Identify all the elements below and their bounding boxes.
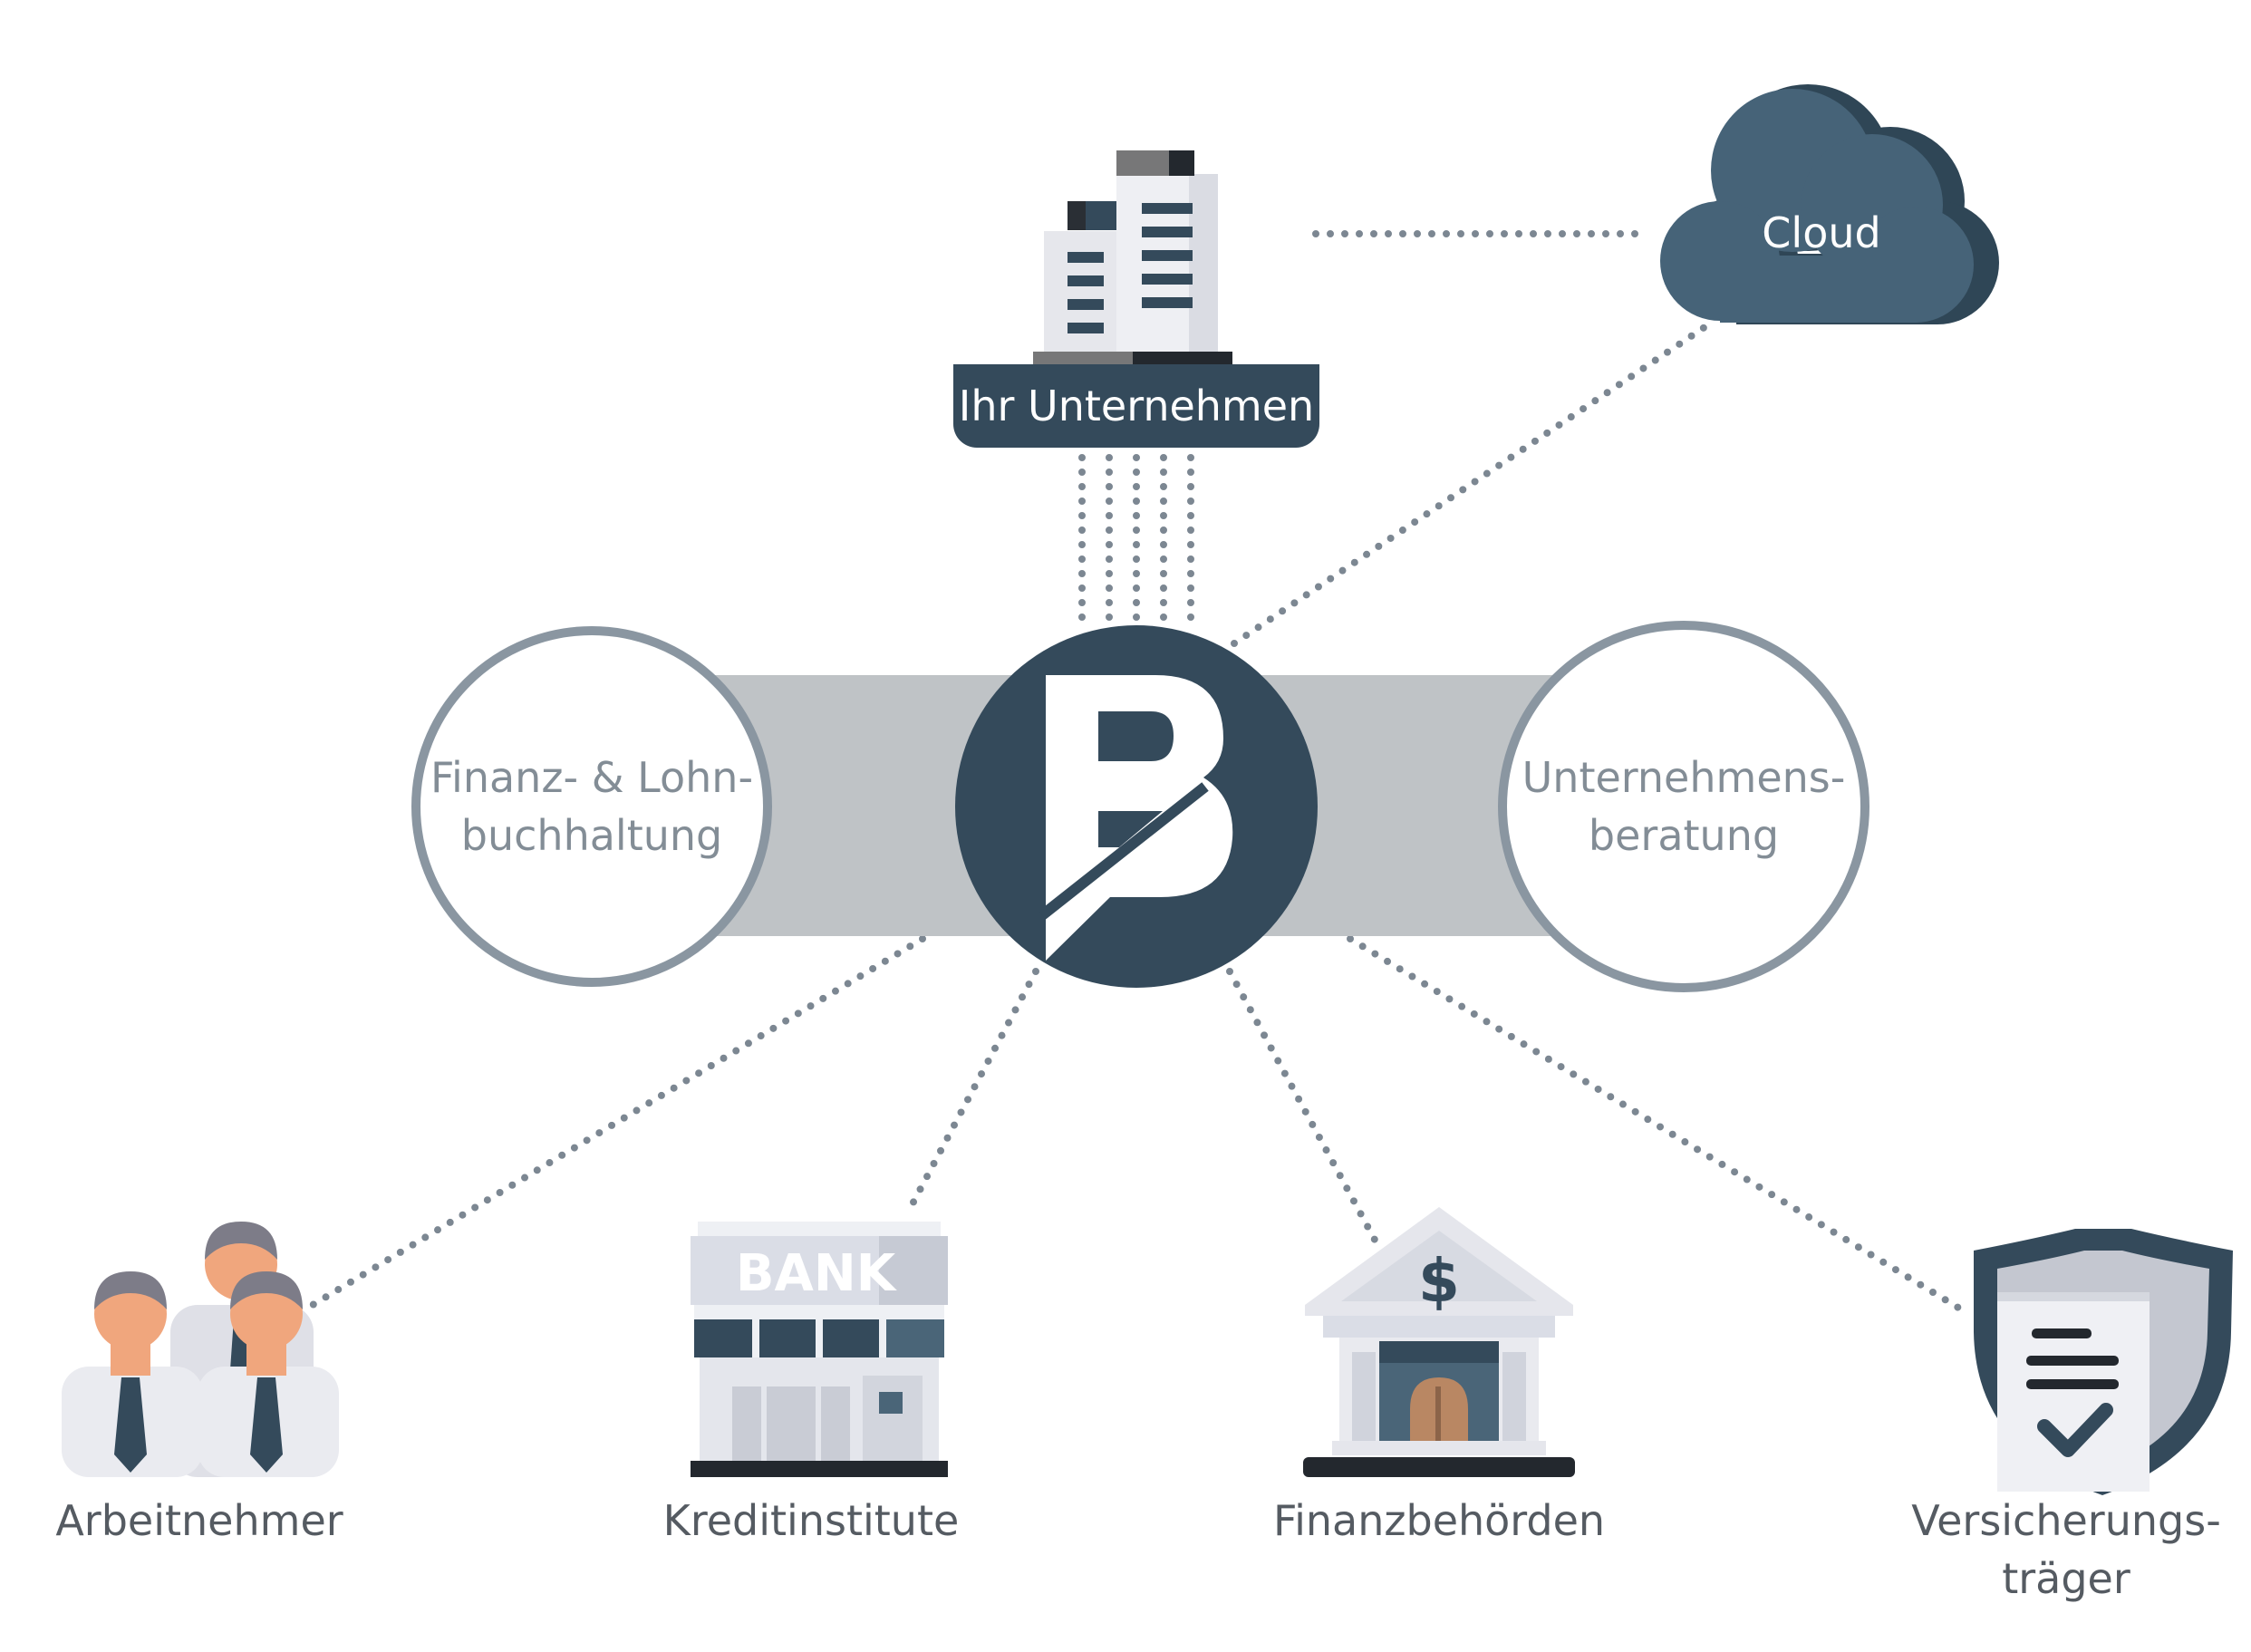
logo-b-icon	[1046, 675, 1233, 961]
label-banks-line1: Kreditinstitute	[662, 1496, 960, 1545]
company-label: Ihr Unternehmen	[953, 364, 1319, 448]
connector-insurance	[1347, 935, 1962, 1311]
cloud-icon	[1660, 84, 1999, 324]
bank-sign-text: BANK	[736, 1244, 898, 1303]
connector-employees	[304, 935, 926, 1311]
label-insurance-line2: träger	[2002, 1554, 2130, 1603]
consulting-label-line2: beratung	[1588, 811, 1780, 860]
consulting-label-line1: Unternehmens-	[1522, 753, 1846, 802]
insurance-shield-icon	[1974, 1229, 2233, 1495]
consulting-label: Unternehmens-beratung	[1502, 749, 1865, 865]
service-circle-accounting	[411, 626, 772, 987]
accounting-label-line2: buchhaltung	[460, 811, 723, 860]
label-employees-line1: Arbeitnehmer	[55, 1496, 343, 1545]
label-insurance: Versicherungs- träger	[1885, 1492, 2247, 1608]
svg-text:$: $	[1418, 1246, 1460, 1316]
label-tax: Finanzbehörden	[1258, 1492, 1620, 1550]
logo-slash	[1039, 782, 1209, 920]
employees-group-icon	[62, 1222, 339, 1477]
label-banks: Kreditinstitute	[630, 1492, 992, 1550]
bank-building-icon: BANK	[691, 1222, 948, 1477]
accounting-label: Finanz- & Lohn- buchhaltung	[411, 749, 773, 865]
connector-banks	[906, 968, 1039, 1212]
center-logo	[955, 625, 1318, 988]
connector-tax	[1226, 968, 1378, 1243]
service-circle-consulting	[1498, 621, 1869, 992]
cloud-label: Cloud	[1762, 208, 1881, 257]
connector-lines	[304, 230, 1962, 1311]
office-building-icon	[1033, 150, 1232, 366]
label-insurance-line1: Versicherungs-	[1911, 1496, 2221, 1545]
connector-cloud-center	[1231, 318, 1716, 647]
label-employees: Arbeitnehmer	[18, 1492, 381, 1550]
tax-authority-icon: $	[1303, 1207, 1575, 1477]
label-tax-line1: Finanzbehörden	[1272, 1496, 1606, 1545]
accounting-label-line1: Finanz- & Lohn-	[430, 753, 754, 802]
